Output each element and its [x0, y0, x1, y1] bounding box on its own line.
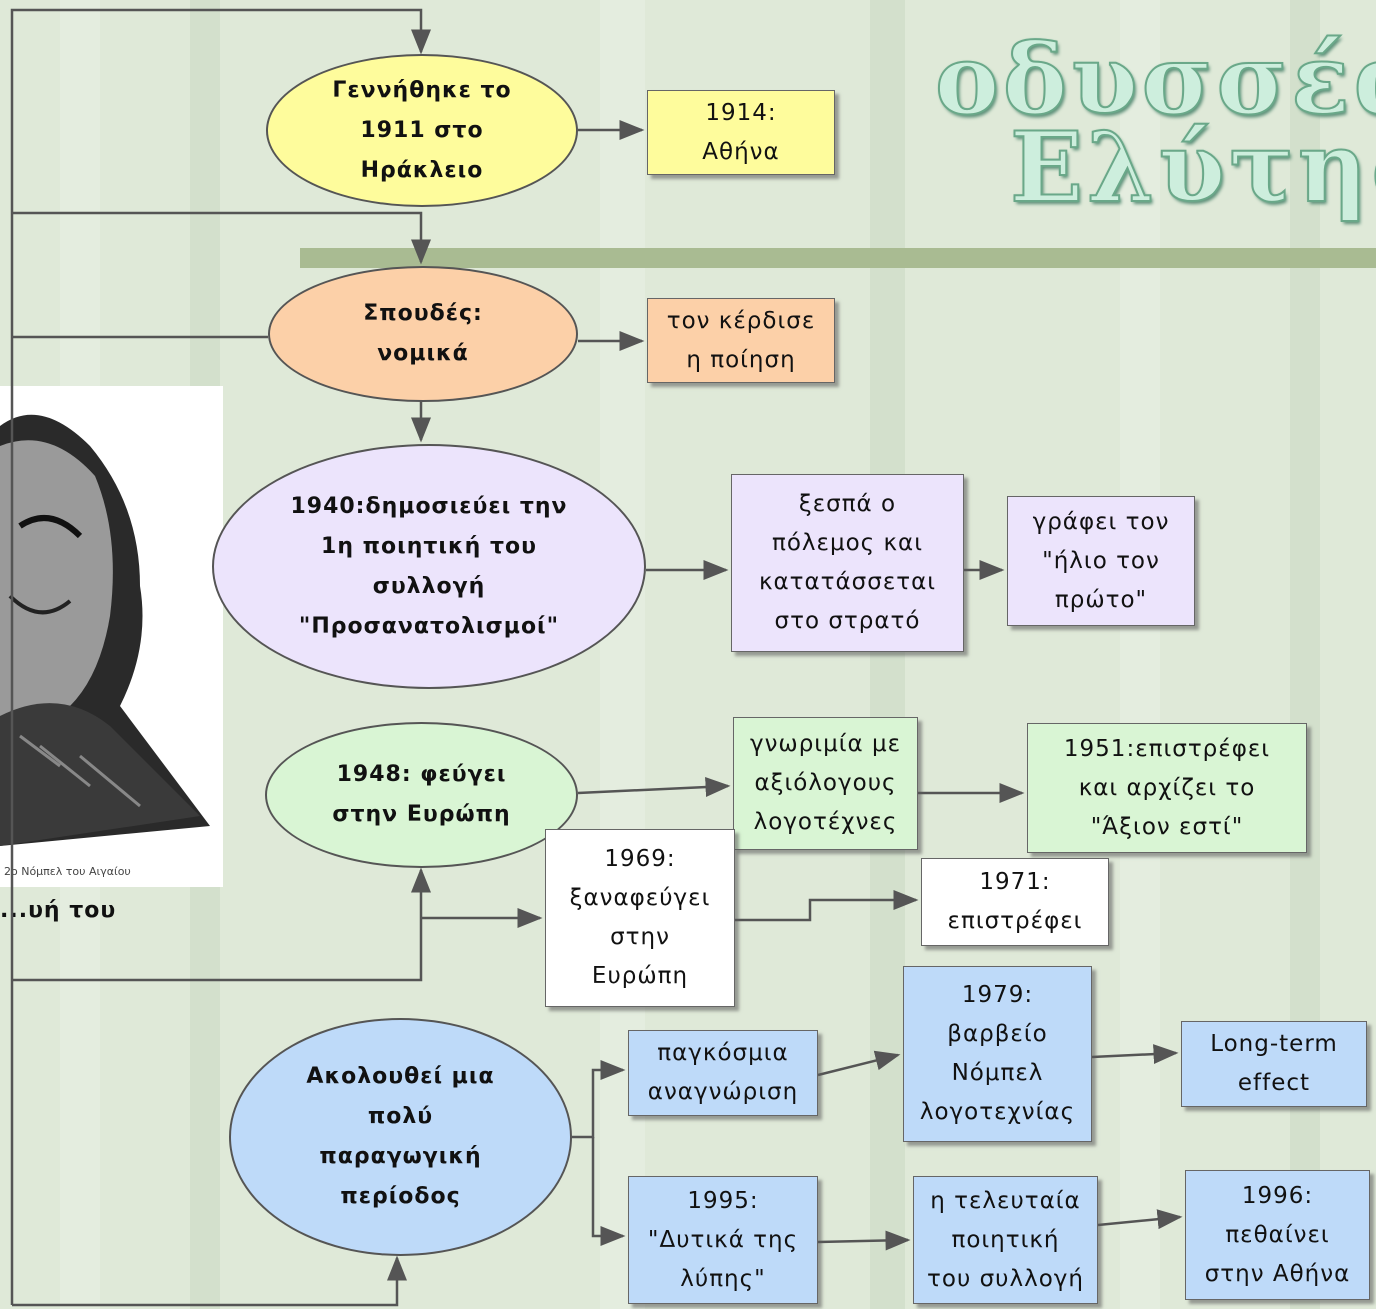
node-athens-1914: 1914: Αθήνα: [647, 90, 835, 175]
node-born-1911: Γεννήθηκε το 1911 στο Ηράκλειο: [266, 54, 578, 207]
node-return-1951: 1951:επιστρέφει και αρχίζει το "Άξιον εσ…: [1027, 723, 1307, 853]
node-nobel-1979: 1979: βαρβείο Νόμπελ λογοτεχνίας: [903, 966, 1092, 1142]
node-long-term-effect: Long-term effect: [1181, 1021, 1367, 1107]
title-line-1: οδυσσέα: [934, 23, 1376, 136]
header-divider-bar: [300, 248, 1376, 268]
node-sun-the-first: γράφει τον "ήλιο τον πρώτο": [1007, 496, 1195, 626]
background-stripe: [870, 0, 905, 1309]
title-line-2: Ελύτης: [1009, 111, 1376, 224]
node-europe-1948: 1948: φεύγει στην Ευρώπη: [265, 722, 578, 868]
photo-inscription: 2ο Νόμπελ του Αιγαίου: [4, 865, 131, 878]
portrait-photo: 2ο Νόμπελ του Αιγαίου: [0, 386, 223, 887]
node-last-collection: η τελευταία ποιητική του συλλογή: [913, 1176, 1098, 1304]
node-publish-1940: 1940:δημοσιεύει την 1η ποιητική του συλλ…: [212, 444, 646, 689]
background-stripe: [1120, 0, 1160, 1309]
node-war: ξεσπά ο πόλεμος και κατατάσσεται στο στρ…: [731, 474, 964, 652]
node-death-1996: 1996: πεθαίνει στην Αθήνα: [1185, 1170, 1370, 1300]
node-productive-period: Ακολουθεί μια πολύ παραγωγική περίοδος: [229, 1018, 572, 1256]
node-poetry-won: τον κέρδισε η ποίηση: [647, 298, 835, 383]
node-studies-law: Σπουδές: νομικά: [268, 266, 578, 402]
node-dytika-1995: 1995: "Δυτικά της λύπης": [628, 1176, 818, 1304]
node-world-recognition: παγκόσμια αναγνώριση: [628, 1030, 818, 1116]
photo-caption: ...υή του: [0, 898, 117, 923]
node-acquaintance: γνωριμία με αξιόλογους λογοτέχνες: [733, 717, 918, 850]
node-europe-1969: 1969: ξαναφεύγει στην Ευρώπη: [545, 829, 735, 1007]
node-return-1971: 1971: επιστρέφει: [921, 858, 1109, 946]
